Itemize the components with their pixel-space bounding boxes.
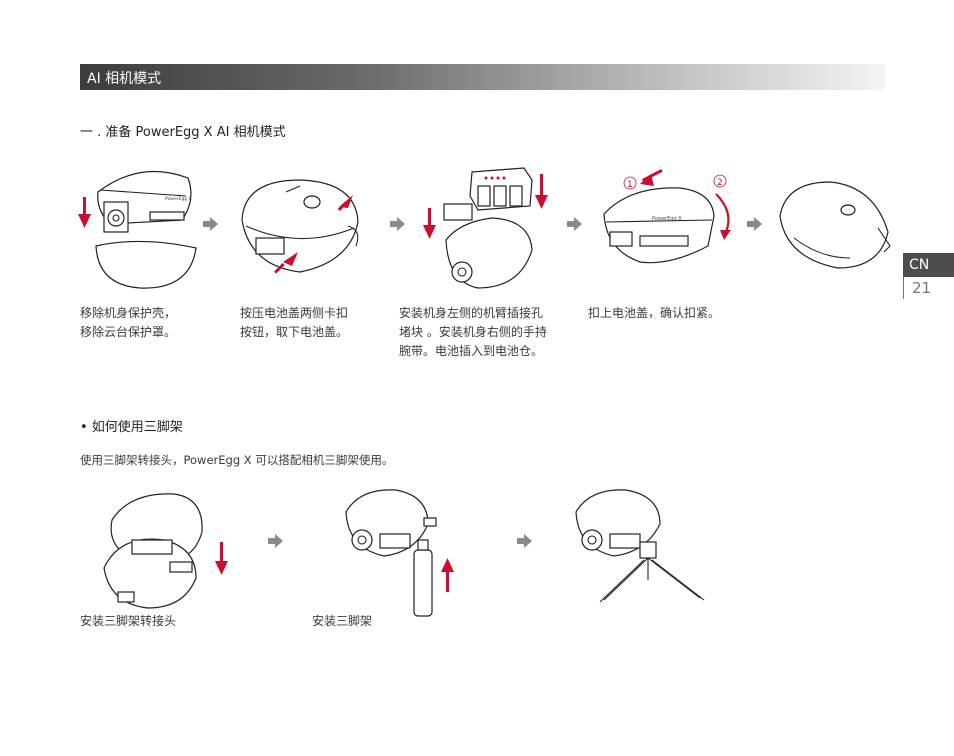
step1-caption: 移除机身保护壳， 移除云台保护罩。	[80, 306, 177, 339]
language-tab: CN	[903, 253, 954, 277]
tripod-stick-illustration	[345, 489, 454, 617]
brand-label: PowerEgg X	[165, 196, 192, 202]
step3-next-arrow	[567, 217, 582, 231]
tripod-adapter-caption: 安装三脚架转接头	[80, 614, 177, 628]
page-number: 21	[903, 277, 954, 299]
page-tab: CN 21	[903, 253, 954, 299]
step4-next-arrow	[747, 217, 762, 231]
tripod-caption: 安装三脚架	[312, 614, 373, 628]
step2-illustration	[241, 179, 359, 274]
marker-1: 1	[627, 180, 633, 190]
step3-caption: 安装机身左侧的机臂插接孔 堵块 。安装机身右侧的手持 腕带。电池插入到电池仓。	[399, 306, 547, 358]
step3-illustration	[423, 167, 548, 289]
tripod-next-arrow-1	[268, 534, 283, 548]
brand-label-2: PowerEgg X	[652, 216, 682, 222]
section-header-bar: AI 相机模式	[80, 64, 885, 90]
header-title: AI 相机模式	[87, 71, 162, 87]
tripod-intro: 使用三脚架转接头，PowerEgg X 可以搭配相机三脚架使用。	[80, 453, 394, 467]
tripod-next-arrow-2	[517, 534, 532, 548]
step4-caption: 扣上电池盖，确认扣紧。	[588, 306, 721, 320]
step2-caption: 按压电池盖两侧卡扣 按钮，取下电池盖。	[240, 306, 349, 339]
step5-illustration	[779, 181, 891, 269]
tripod-adapter-illustration	[103, 493, 228, 609]
step4-illustration: PowerEgg X 1 2	[603, 168, 731, 264]
step2-next-arrow	[390, 217, 405, 231]
tripod-heading: • 如何使用三脚架	[80, 420, 183, 435]
tripod-mounted-illustration	[575, 489, 705, 603]
section-title: 一 . 准备 PowerEgg X AI 相机模式	[80, 125, 286, 140]
marker-2: 2	[717, 178, 723, 188]
step1-next-arrow	[203, 217, 218, 231]
step1-illustration: PowerEgg X	[78, 171, 197, 289]
